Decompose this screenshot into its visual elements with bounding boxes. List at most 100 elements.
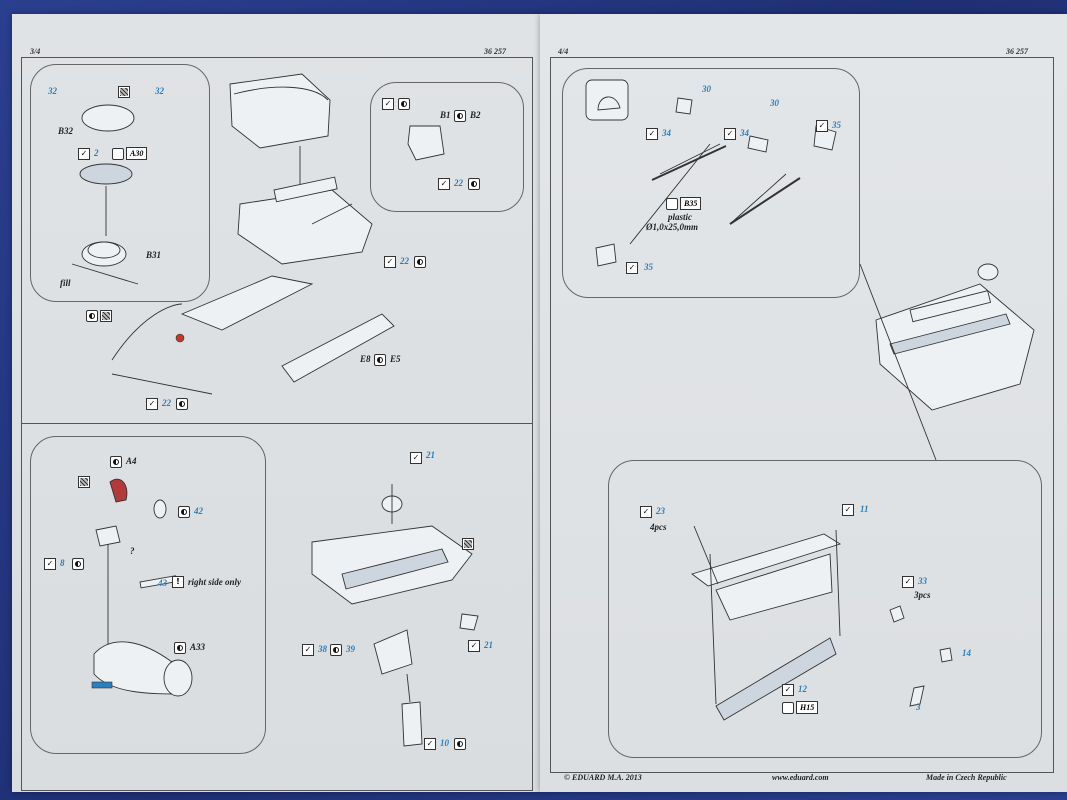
label-question: ?: [130, 546, 135, 556]
part-number-34: 34: [662, 128, 671, 138]
page-label: 3/4: [30, 47, 41, 56]
label-b1: B1: [440, 110, 451, 120]
footer-copyright: © EDUARD M.A. 2013: [564, 773, 642, 782]
photo-etch-icon: [462, 538, 474, 550]
bend-icon: ✓: [640, 506, 652, 518]
part-number-8: 8: [60, 558, 65, 568]
footer-made-in: Made in Czech Republic: [926, 773, 1007, 782]
paint-icon: [374, 354, 386, 366]
bend-icon: ✓: [302, 644, 314, 656]
footer-divider: [550, 772, 1054, 773]
plastic-part-icon: [112, 148, 124, 160]
label-b32: B32: [58, 126, 74, 136]
bend-icon: ✓: [424, 738, 436, 750]
photo-etch-icon: [78, 476, 90, 488]
paint-icon: [174, 642, 186, 654]
part-number-39: 39: [346, 644, 355, 654]
label-right-side-only: right side only: [188, 577, 242, 587]
label-a30: A30: [126, 147, 148, 160]
label-b2: B2: [470, 110, 481, 120]
bend-icon: ✓: [468, 640, 480, 652]
callout-headlight-detail: [30, 436, 266, 754]
instruction-sheet-right: 4/4 36 257: [540, 14, 1067, 792]
part-number-35: 35: [832, 120, 841, 130]
page-label: 4/4: [558, 47, 569, 56]
kit-number: 36 257: [1006, 47, 1028, 56]
bend-icon: ✓: [724, 128, 736, 140]
section-divider: [22, 423, 532, 424]
part-number-3: 3: [916, 702, 921, 712]
part-number-2: 2: [94, 148, 99, 158]
part-number-33: 33: [918, 576, 927, 586]
footer-website: www.eduard.com: [772, 773, 829, 782]
bend-icon: ✓: [646, 128, 658, 140]
part-number-42: 42: [194, 506, 203, 516]
part-number-21: 21: [426, 450, 435, 460]
label-rod-size: Ø1,0x25,0mm: [646, 222, 699, 232]
part-number-11: 11: [860, 504, 869, 514]
photo-etch-icon: [100, 310, 112, 322]
label-h15: H15: [796, 701, 819, 714]
paint-icon: [178, 506, 190, 518]
paint-icon: [414, 256, 426, 268]
paint-icon: [86, 310, 98, 322]
callout-deck-detail: [608, 460, 1042, 758]
bend-icon: ✓: [782, 684, 794, 696]
bend-icon: ✓: [842, 504, 854, 516]
label-a33: A33: [190, 642, 206, 652]
callout-periscope-detail: [370, 82, 524, 212]
plastic-part-icon: [666, 198, 678, 210]
part-number-30: 30: [770, 98, 779, 108]
assembly-drawings-right: [585, 79, 1035, 721]
bend-icon: ✓: [146, 398, 158, 410]
bend-icon: ✓: [816, 120, 828, 132]
paint-icon: [454, 110, 466, 122]
paint-icon: [176, 398, 188, 410]
paint-icon: [454, 738, 466, 750]
part-number-43: 43: [158, 578, 167, 588]
part-number-22: 22: [454, 178, 463, 188]
label-e8: E8: [360, 354, 371, 364]
callout-rod-detail: [562, 68, 860, 298]
bend-icon: ✓: [44, 558, 56, 570]
part-number-10: 10: [440, 738, 449, 748]
warning-icon: !: [172, 576, 184, 588]
callout-hatch-detail: [30, 64, 210, 302]
assembly-drawings-left: [71, 73, 479, 747]
plastic-part-icon: [782, 702, 794, 714]
part-number-22: 22: [400, 256, 409, 266]
part-number-38: 38: [318, 644, 327, 654]
paint-icon: [398, 98, 410, 110]
part-number-32: 32: [48, 86, 57, 96]
paint-icon: [468, 178, 480, 190]
part-number-12: 12: [798, 684, 807, 694]
part-number-34: 34: [740, 128, 749, 138]
label-b31: B31: [146, 250, 162, 260]
part-number-30: 30: [702, 84, 711, 94]
bend-icon: ✓: [78, 148, 90, 160]
paint-icon: [110, 456, 122, 468]
label-e5: E5: [390, 354, 401, 364]
label-a4: A4: [126, 456, 137, 466]
bend-icon: ✓: [384, 256, 396, 268]
bend-icon: ✓: [902, 576, 914, 588]
instruction-sheet-left: 3/4 36 257: [12, 14, 540, 792]
label-4pcs: 4pcs: [650, 522, 667, 532]
bend-icon: ✓: [438, 178, 450, 190]
part-number-22: 22: [162, 398, 171, 408]
bend-icon: ✓: [382, 98, 394, 110]
kit-number: 36 257: [484, 47, 506, 56]
label-plastic: plastic: [668, 212, 692, 222]
photo-etch-icon: [118, 86, 130, 98]
part-number-32: 32: [155, 86, 164, 96]
paint-icon: [330, 644, 342, 656]
paint-icon: [72, 558, 84, 570]
part-number-35: 35: [644, 262, 653, 272]
part-number-21: 21: [484, 640, 493, 650]
label-fill: fill: [60, 278, 71, 288]
part-number-14: 14: [962, 648, 971, 658]
label-b35: B35: [680, 197, 702, 210]
label-3pcs: 3pcs: [914, 590, 931, 600]
part-number-23: 23: [656, 506, 665, 516]
